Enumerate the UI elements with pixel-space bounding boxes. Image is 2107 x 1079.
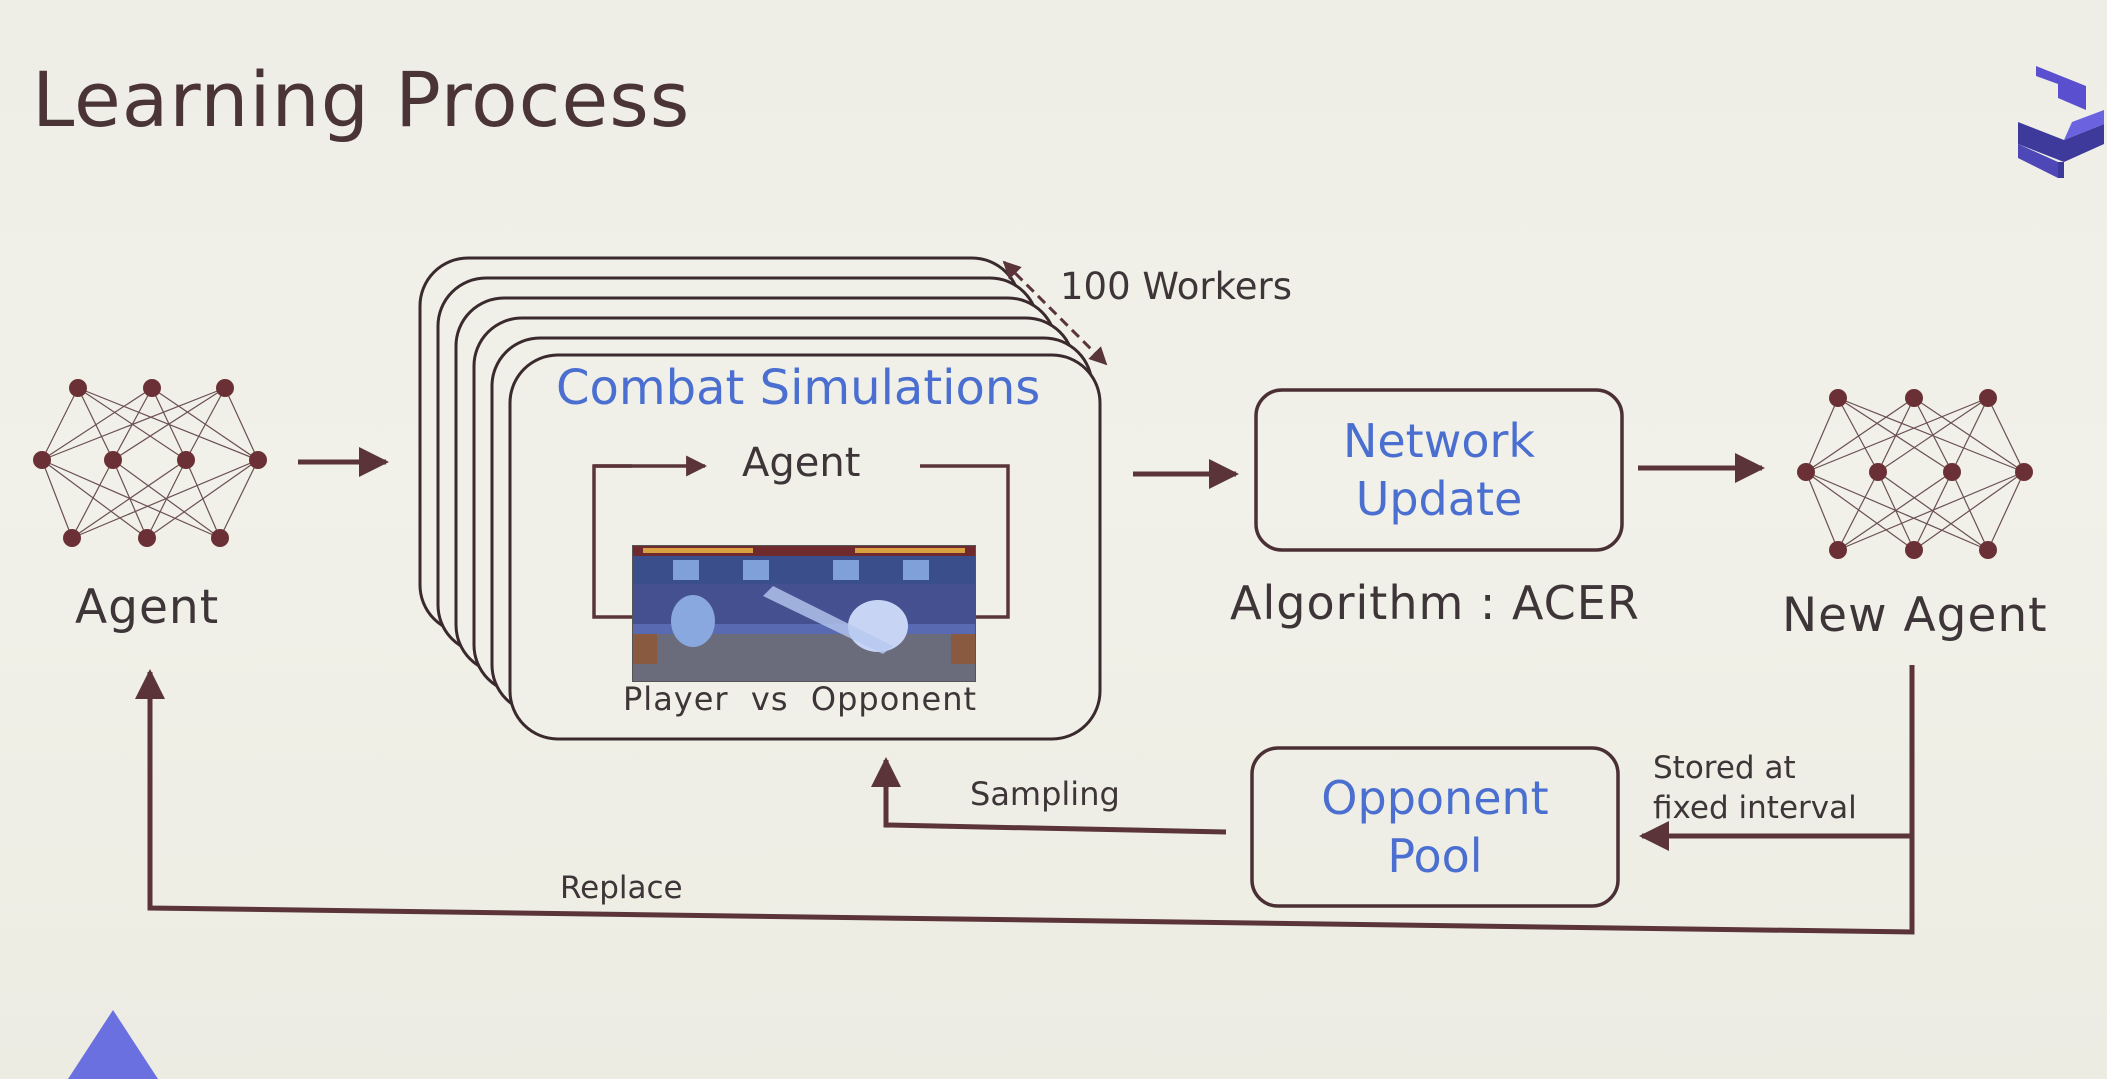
opponent-pool-line1: Opponent [1321,771,1549,825]
player-vs-opponent-label: Player vs Opponent [623,680,978,718]
algorithm-label: Algorithm : ACER [1230,576,1640,630]
stored-label: Stored at fixed interval [1653,748,1857,828]
opponent-pool-box [1250,746,1620,908]
network-update-label: Network Update [1256,390,1622,550]
opponent-pool-line2: Pool [1387,829,1483,883]
new-agent-label: New Agent [1782,588,2048,643]
workers-label: 100 Workers [1060,265,1293,308]
network-update-line1: Network [1342,414,1536,468]
replace-arrow [135,669,1915,935]
combat-game-screenshot [632,545,976,682]
agent-network-icon [33,379,267,547]
corner-triangle-icon [68,1010,158,1079]
combat-simulations-title: Combat Simulations [556,360,1041,416]
replace-label: Replace [560,870,683,906]
new-agent-network-icon [1797,389,2033,559]
company-logo-icon [2018,66,2104,178]
opponent-pool-label: Opponent Pool [1252,748,1618,906]
network-update-box [1254,388,1624,552]
workers-dashed-arrow [1002,260,1108,366]
sampling-label: Sampling [970,775,1120,813]
stored-label-line1: Stored at [1653,750,1796,786]
inner-agent-label: Agent [742,440,861,486]
slide-title: Learning Process [32,55,691,144]
agent-label: Agent [75,580,220,635]
sampling-arrow [871,757,1227,835]
inner-loop-arrows [592,455,1010,619]
network-update-line2: Update [1355,472,1523,526]
stored-label-line2: fixed interval [1653,790,1857,826]
